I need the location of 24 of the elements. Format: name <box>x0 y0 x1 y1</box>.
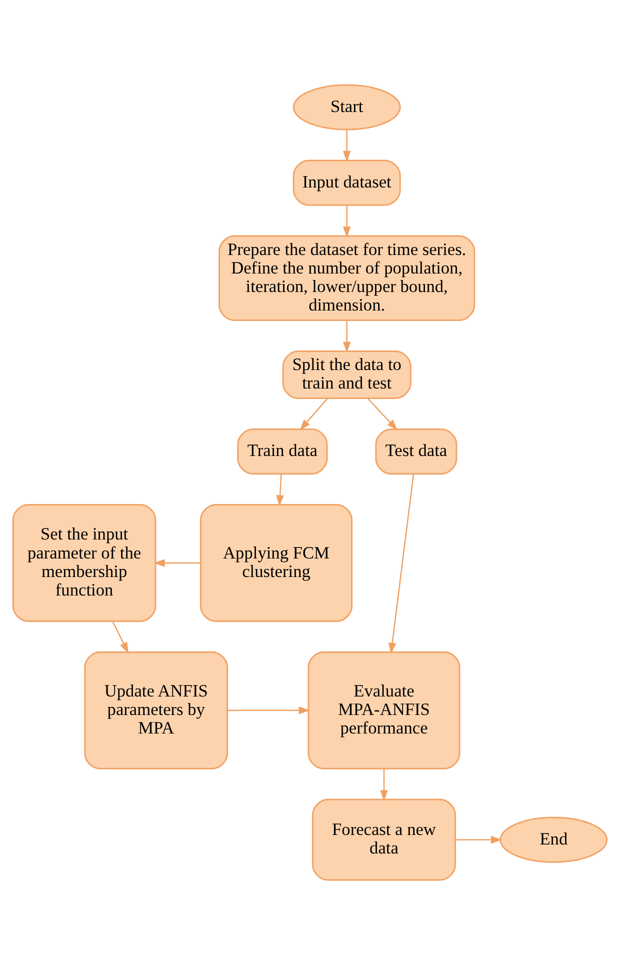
arrow <box>455 836 502 844</box>
node-box: Train data <box>237 428 328 475</box>
node-ellipse: Start <box>292 84 401 130</box>
node-box: Forecast a new data <box>312 798 456 881</box>
arrow <box>342 205 351 238</box>
arrow <box>367 398 398 430</box>
node-box: Update ANFIS parameters by MPA <box>84 651 228 770</box>
arrow <box>342 130 351 162</box>
node-box: Set the input parameter of the membership function <box>12 504 156 622</box>
arrow <box>342 320 351 353</box>
node-box: Split the data to train and test <box>282 350 412 400</box>
node-box: Input dataset <box>292 160 401 206</box>
node-box: Prepare the dataset for time series. Define the number of population, iteration, lower/upper bound, dimension. <box>218 235 476 321</box>
arrow <box>388 474 414 654</box>
arrow <box>300 398 328 430</box>
arrow <box>276 474 284 506</box>
arrow <box>112 621 129 654</box>
arrow <box>380 768 388 802</box>
arrow <box>227 706 310 714</box>
node-box: Test data <box>375 428 458 475</box>
node-box: Evaluate MPA-ANFIS performance <box>308 651 460 770</box>
node-ellipse: End <box>500 816 608 863</box>
node-box: Applying FCM clustering <box>200 504 353 622</box>
arrow <box>154 559 200 567</box>
